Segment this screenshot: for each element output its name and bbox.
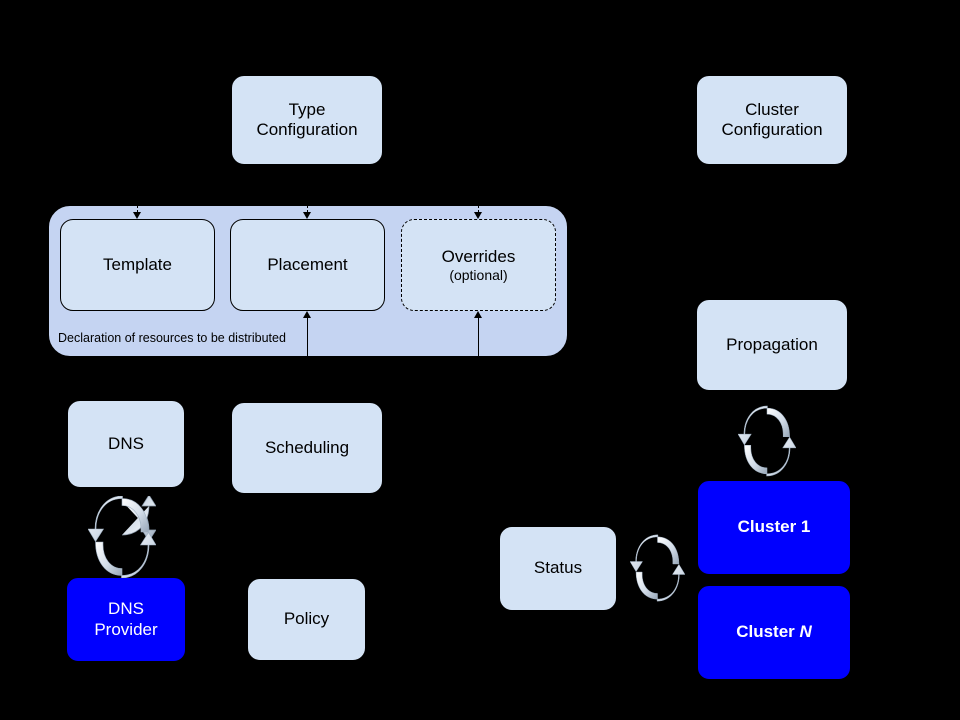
node-scheduling-label: Scheduling xyxy=(264,437,350,457)
connector-type-config-to-placement xyxy=(307,205,308,213)
node-cluster-1-label: Cluster 1 xyxy=(737,517,811,537)
node-propagation[interactable]: Propagation xyxy=(696,299,848,391)
node-template[interactable]: Template xyxy=(60,219,215,311)
group-federated-caption: Declaration of resources to be distribut… xyxy=(58,331,286,345)
node-propagation-label: Propagation xyxy=(726,334,818,354)
arrowhead-overrides xyxy=(473,212,482,219)
arrowhead-template xyxy=(132,212,141,219)
connector-scheduling-to-placement xyxy=(307,318,308,357)
arrowhead-placement-bottom xyxy=(302,311,311,318)
connector-type-config-to-overrides xyxy=(478,205,479,213)
node-cluster-n-label: Cluster N xyxy=(736,622,812,642)
sync-arrows-icon-propagation xyxy=(738,405,796,477)
connector-scheduling-to-overrides xyxy=(478,318,479,357)
node-dns-label: DNS xyxy=(108,433,144,453)
node-policy-label: Policy xyxy=(283,609,330,629)
node-scheduling[interactable]: Scheduling xyxy=(231,402,383,494)
node-status[interactable]: Status xyxy=(499,526,617,611)
node-dns[interactable]: DNS xyxy=(67,400,185,488)
sync-arrows-icon-dns xyxy=(88,496,156,578)
node-policy[interactable]: Policy xyxy=(247,578,366,661)
arrowhead-overrides-bottom xyxy=(473,311,482,318)
node-status-label: Status xyxy=(533,558,583,578)
arrowhead-placement xyxy=(302,212,311,219)
node-template-label: Template xyxy=(103,254,172,274)
connector-type-config-to-template xyxy=(137,205,138,213)
node-overrides-label: Overrides(optional) xyxy=(441,246,516,283)
node-overrides[interactable]: Overrides(optional) xyxy=(401,219,556,311)
node-cluster-n[interactable]: Cluster N xyxy=(698,586,850,679)
node-placement[interactable]: Placement xyxy=(230,219,385,311)
node-cluster-1[interactable]: Cluster 1 xyxy=(698,481,850,574)
sync-arrows-icon-status xyxy=(630,534,685,602)
node-placement-label: Placement xyxy=(267,254,348,274)
